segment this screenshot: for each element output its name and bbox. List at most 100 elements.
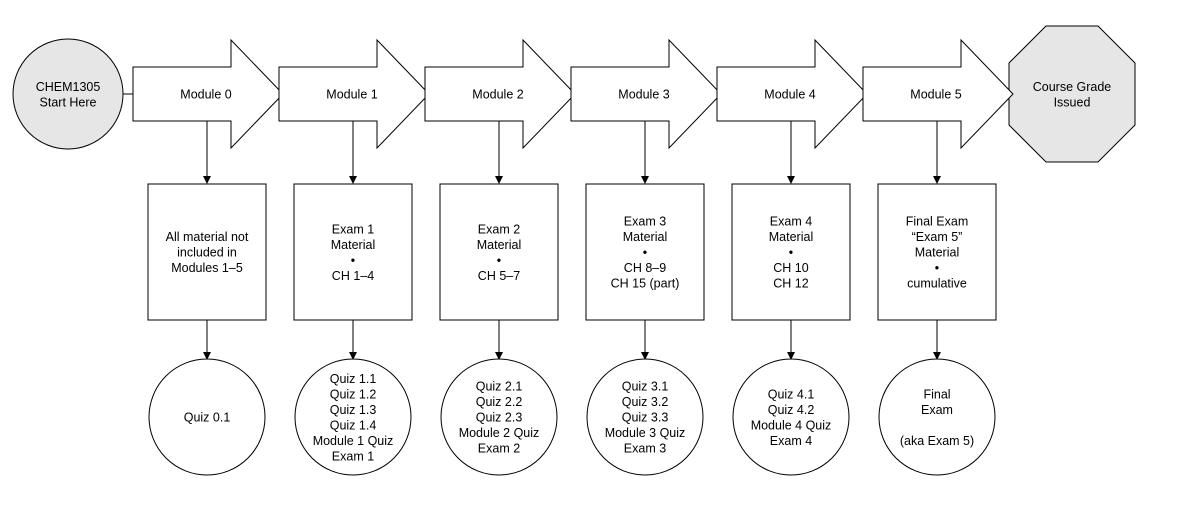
material-text-line: Material [477, 238, 521, 252]
material-text-line: CH 12 [773, 277, 808, 291]
start-text-line: CHEM1305 [36, 80, 101, 94]
start-node [12, 38, 124, 150]
assessment-text-line: Quiz 4.2 [768, 403, 815, 417]
material-text-line: Final Exam [906, 215, 969, 229]
material-text-line: Exam 3 [624, 215, 666, 229]
material-text-line: Material [623, 230, 667, 244]
assessment-text-line: Module 1 Quiz [313, 434, 394, 448]
material-text-line: • [789, 246, 793, 260]
module-5-label: Module 5 [910, 88, 961, 102]
assessment-text-line: Exam 2 [478, 442, 520, 456]
module-5-assessments-circle [878, 358, 996, 476]
material-text-line: Exam 1 [332, 222, 374, 236]
module-4-material-box [731, 183, 851, 321]
assessment-text-line: Quiz 2.3 [476, 411, 523, 425]
assessment-text-line: Exam [921, 403, 953, 417]
material-text-line: Modules 1–5 [171, 261, 243, 275]
assessment-text-line: Quiz 3.3 [622, 411, 669, 425]
material-text-line: Material [915, 246, 959, 260]
material-text-line: Material [331, 238, 375, 252]
module-3-label: Module 3 [618, 88, 669, 102]
course-grade-text-line: Course Grade [1033, 80, 1112, 94]
module-1-material-box [293, 183, 413, 321]
module-4-assessments-circle [732, 358, 850, 476]
assessment-text-line: Final [923, 387, 950, 401]
material-text-line: All material not [166, 230, 249, 244]
material-text-line: CH 10 [773, 261, 808, 275]
assessment-text-line: Quiz 2.1 [476, 380, 523, 394]
assessment-text-line: Exam 3 [624, 442, 666, 456]
module-5-material-text: Final Exam“Exam 5” Material• cumulative [906, 215, 969, 291]
module-3-assessments-circle [586, 358, 704, 476]
assessment-text-line: (aka Exam 5) [900, 434, 974, 448]
module-2-arrow [424, 38, 576, 150]
module-3-material-box [585, 183, 705, 321]
module-1-assessments-circle [294, 358, 412, 476]
module-0-label: Module 0 [180, 88, 231, 102]
assessment-text-line: Quiz 1.2 [330, 387, 377, 401]
assessment-text-line: Quiz 1.1 [330, 372, 377, 386]
module-2-material-text: Exam 2 Material• CH 5–7 [477, 222, 521, 283]
assessment-text-line: Module 3 Quiz [605, 426, 686, 440]
module-0-assessments-text: Quiz 0.1 [184, 411, 231, 425]
material-text-line: • [497, 253, 501, 267]
material-text-line: • [935, 261, 939, 275]
module-0-assessments-circle [148, 358, 266, 476]
module-0: Module 0 All material not included inModul… [132, 38, 284, 476]
assessment-text-line: Quiz 4.1 [768, 387, 815, 401]
assessment-text-line: Module 2 Quiz [459, 426, 540, 440]
module-3-arrow [570, 38, 722, 150]
assessment-text-line: Exam 1 [332, 449, 374, 463]
module-0-material-box [147, 183, 267, 321]
material-text-line: “Exam 5” [912, 230, 963, 244]
course-grade-octagon [1008, 25, 1136, 163]
assessment-text-line: Quiz 0.1 [184, 411, 231, 425]
module-0-arrow [132, 38, 284, 150]
assessment-text-line: Quiz 3.2 [622, 395, 669, 409]
material-text-line: cumulative [907, 277, 967, 291]
material-text-line: included in [177, 246, 237, 260]
assessment-text-line: Quiz 1.4 [330, 418, 377, 432]
module-1-arrow [278, 38, 430, 150]
assessment-text-line: Quiz 1.3 [330, 403, 377, 417]
module-2-assessments-circle [440, 358, 558, 476]
module-5-arrow [862, 38, 1014, 150]
module-5-material-box [877, 183, 997, 321]
module-1-label: Module 1 [326, 88, 377, 102]
module-4-arrow [716, 38, 868, 150]
material-text-line: Exam 4 [770, 215, 812, 229]
module-2-material-box [439, 183, 559, 321]
assessment-text-line: Module 4 Quiz [751, 418, 832, 432]
module-2-label: Module 2 [472, 88, 523, 102]
module-1-material-text: Exam 1 Material• CH 1–4 [331, 222, 375, 283]
material-text-line: CH 1–4 [332, 269, 374, 283]
material-text-line: Material [769, 230, 813, 244]
start-text-line: Start Here [40, 95, 97, 109]
material-text-line: CH 15 (part) [611, 277, 680, 291]
assessment-text-line: Exam 4 [770, 434, 812, 448]
assessment-text-line: Quiz 2.2 [476, 395, 523, 409]
material-text-line: Exam 2 [478, 222, 520, 236]
material-text-line: • [351, 253, 355, 267]
course-grade-text-line: Issued [1054, 95, 1091, 109]
material-text-line: • [643, 246, 647, 260]
material-text-line: CH 8–9 [624, 261, 666, 275]
material-text-line: CH 5–7 [478, 269, 520, 283]
module-4-label: Module 4 [764, 88, 815, 102]
